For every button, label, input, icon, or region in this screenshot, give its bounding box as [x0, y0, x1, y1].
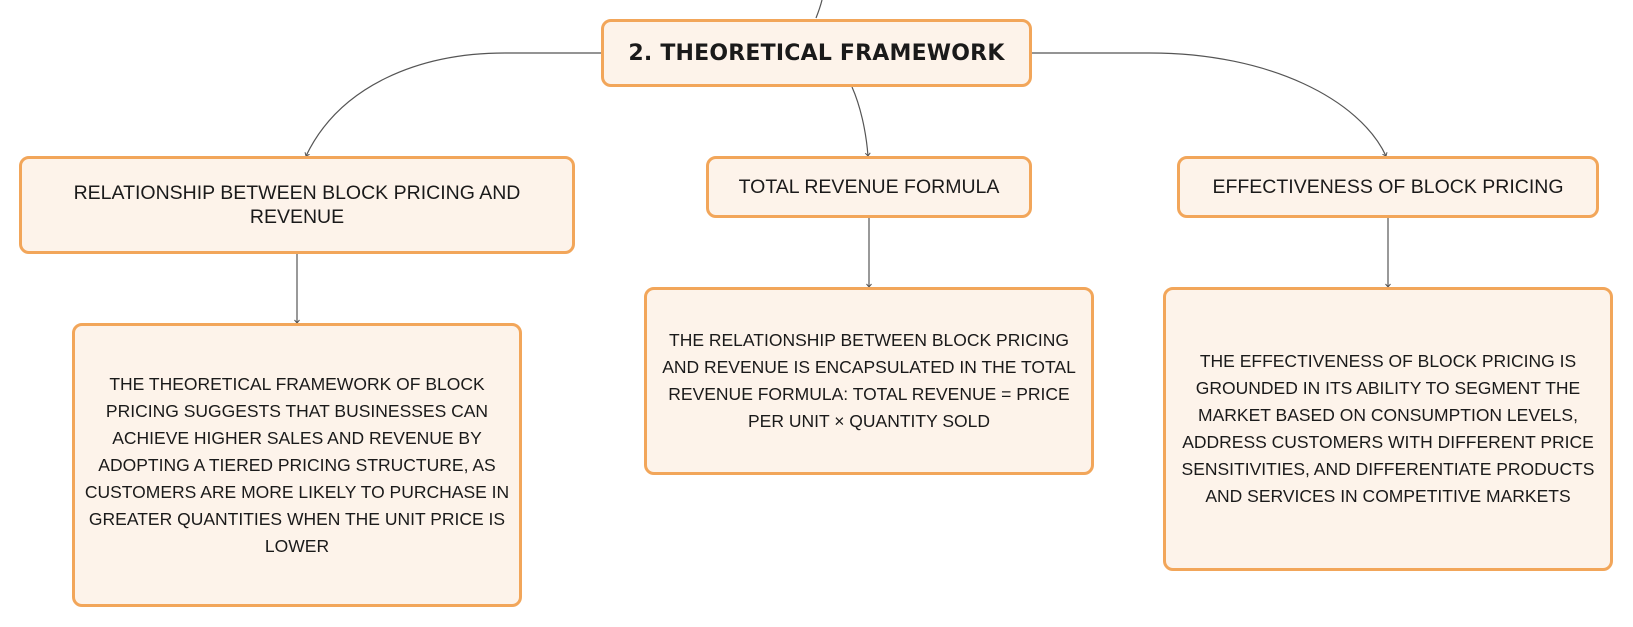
connector-root-to-topic-1: [304, 52, 601, 157]
topic-node-total-revenue-formula[interactable]: TOTAL REVENUE FORMULA: [706, 156, 1032, 218]
topic-node-effectiveness[interactable]: EFFECTIVENESS OF BLOCK PRICING: [1177, 156, 1599, 218]
root-node[interactable]: 2. THEORETICAL FRAMEWORK: [601, 19, 1032, 87]
detail-node-total-revenue-formula[interactable]: THE RELATIONSHIP BETWEEN BLOCK PRICING A…: [644, 287, 1094, 475]
topic-node-label: TOTAL REVENUE FORMULA: [738, 175, 1000, 198]
topic-node-block-pricing-revenue[interactable]: RELATIONSHIP BETWEEN BLOCK PRICING AND R…: [19, 156, 575, 254]
detail-node-text: THE THEORETICAL FRAMEWORK OF BLOCK PRICI…: [84, 373, 510, 556]
detail-node-effectiveness[interactable]: THE EFFECTIVENESS OF BLOCK PRICING IS GR…: [1163, 287, 1613, 571]
detail-node-text: THE EFFECTIVENESS OF BLOCK PRICING IS GR…: [1181, 351, 1595, 506]
detail-node-block-pricing-revenue[interactable]: THE THEORETICAL FRAMEWORK OF BLOCK PRICI…: [72, 323, 522, 607]
connector-root-to-topic-2: [851, 86, 871, 157]
topic-node-label: EFFECTIVENESS OF BLOCK PRICING: [1212, 175, 1564, 198]
parent-connector: [815, 0, 823, 19]
topic-node-label: RELATIONSHIP BETWEEN BLOCK PRICING AND R…: [73, 181, 521, 228]
root-node-title: 2. THEORETICAL FRAMEWORK: [628, 40, 1005, 66]
detail-node-text: THE RELATIONSHIP BETWEEN BLOCK PRICING A…: [662, 330, 1076, 431]
connector-root-to-topic-3: [1032, 52, 1388, 157]
